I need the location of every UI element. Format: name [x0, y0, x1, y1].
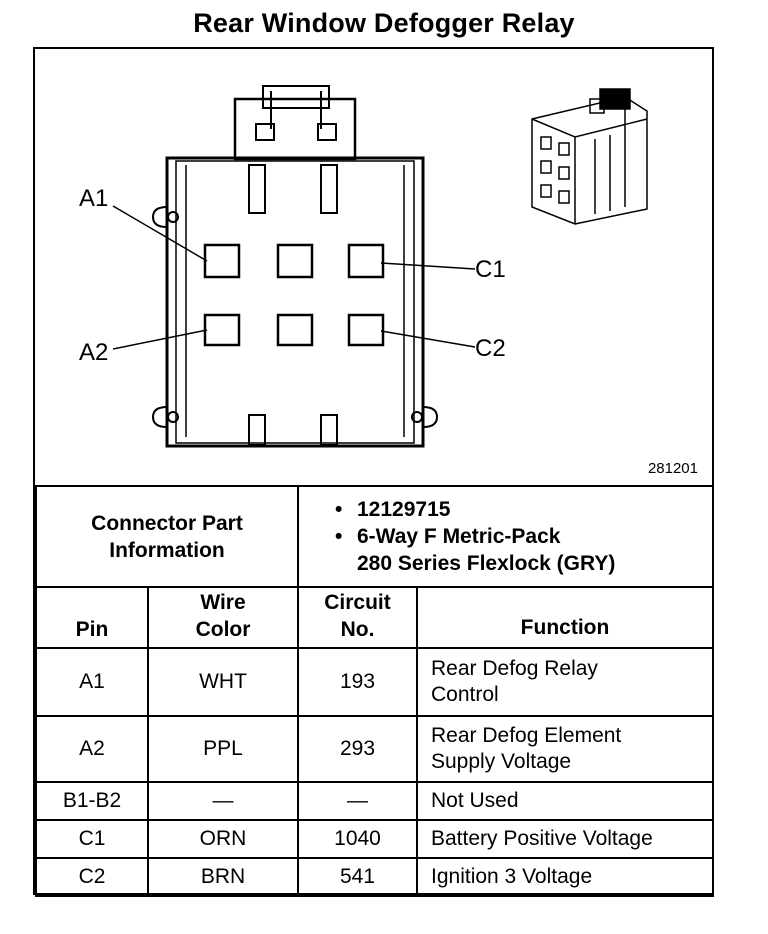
cell-circuit: —: [297, 781, 418, 821]
cell-pin: A1: [35, 647, 149, 717]
connector-info-row: Connector Part Information •12129715 •6-…: [35, 485, 715, 588]
header-pin: Pin: [35, 586, 149, 649]
connector-type: •6-Way F Metric-Pack: [335, 525, 561, 548]
figure-number: 281201: [647, 460, 698, 477]
table-row: C2 BRN 541 Ignition 3 Voltage: [35, 857, 715, 897]
header-function: Function: [415, 586, 715, 649]
cell-pin: B1-B2: [35, 781, 149, 821]
cell-circuit: 1040: [297, 819, 418, 859]
pin-label-c1: C1: [475, 256, 506, 283]
connector-part-label: Connector Part Information: [35, 485, 299, 588]
cell-pin: C1: [35, 819, 149, 859]
pin-label-a1: A1: [79, 185, 109, 212]
connector-drawing: [112, 85, 648, 448]
cell-color: WHT: [147, 647, 299, 717]
cell-function: Ignition 3 Voltage: [415, 857, 715, 897]
diagram-frame: A1 A2 C1 C2 281201 Connector Part Inform…: [33, 47, 715, 897]
connector-table: Connector Part Information •12129715 •6-…: [35, 485, 715, 897]
cell-color: ORN: [147, 819, 299, 859]
cell-circuit: 193: [297, 647, 418, 717]
page-title: Rear Window Defogger Relay: [193, 8, 575, 38]
connector-part-values: •12129715 •6-Way F Metric-Pack 280 Serie…: [296, 485, 715, 588]
cell-function: Not Used: [415, 781, 715, 821]
cell-pin: A2: [35, 715, 149, 783]
table-row: C1 ORN 1040 Battery Positive Voltage: [35, 819, 715, 859]
cell-pin: C2: [35, 857, 149, 897]
connector-series: 280 Series Flexlock (GRY): [357, 552, 616, 575]
pin-label-c2: C2: [475, 335, 506, 362]
pin-label-a2: A2: [79, 339, 109, 366]
cell-color: —: [147, 781, 299, 821]
cell-function: Battery Positive Voltage: [415, 819, 715, 859]
part-number: •12129715: [335, 498, 451, 521]
cell-circuit: 541: [297, 857, 418, 897]
table-row: B1-B2 — — Not Used: [35, 781, 715, 821]
connector-diagram: A1 A2 C1 C2 281201: [35, 49, 712, 485]
cell-circuit: 293: [297, 715, 418, 783]
cell-color: BRN: [147, 857, 299, 897]
cell-color: PPL: [147, 715, 299, 783]
